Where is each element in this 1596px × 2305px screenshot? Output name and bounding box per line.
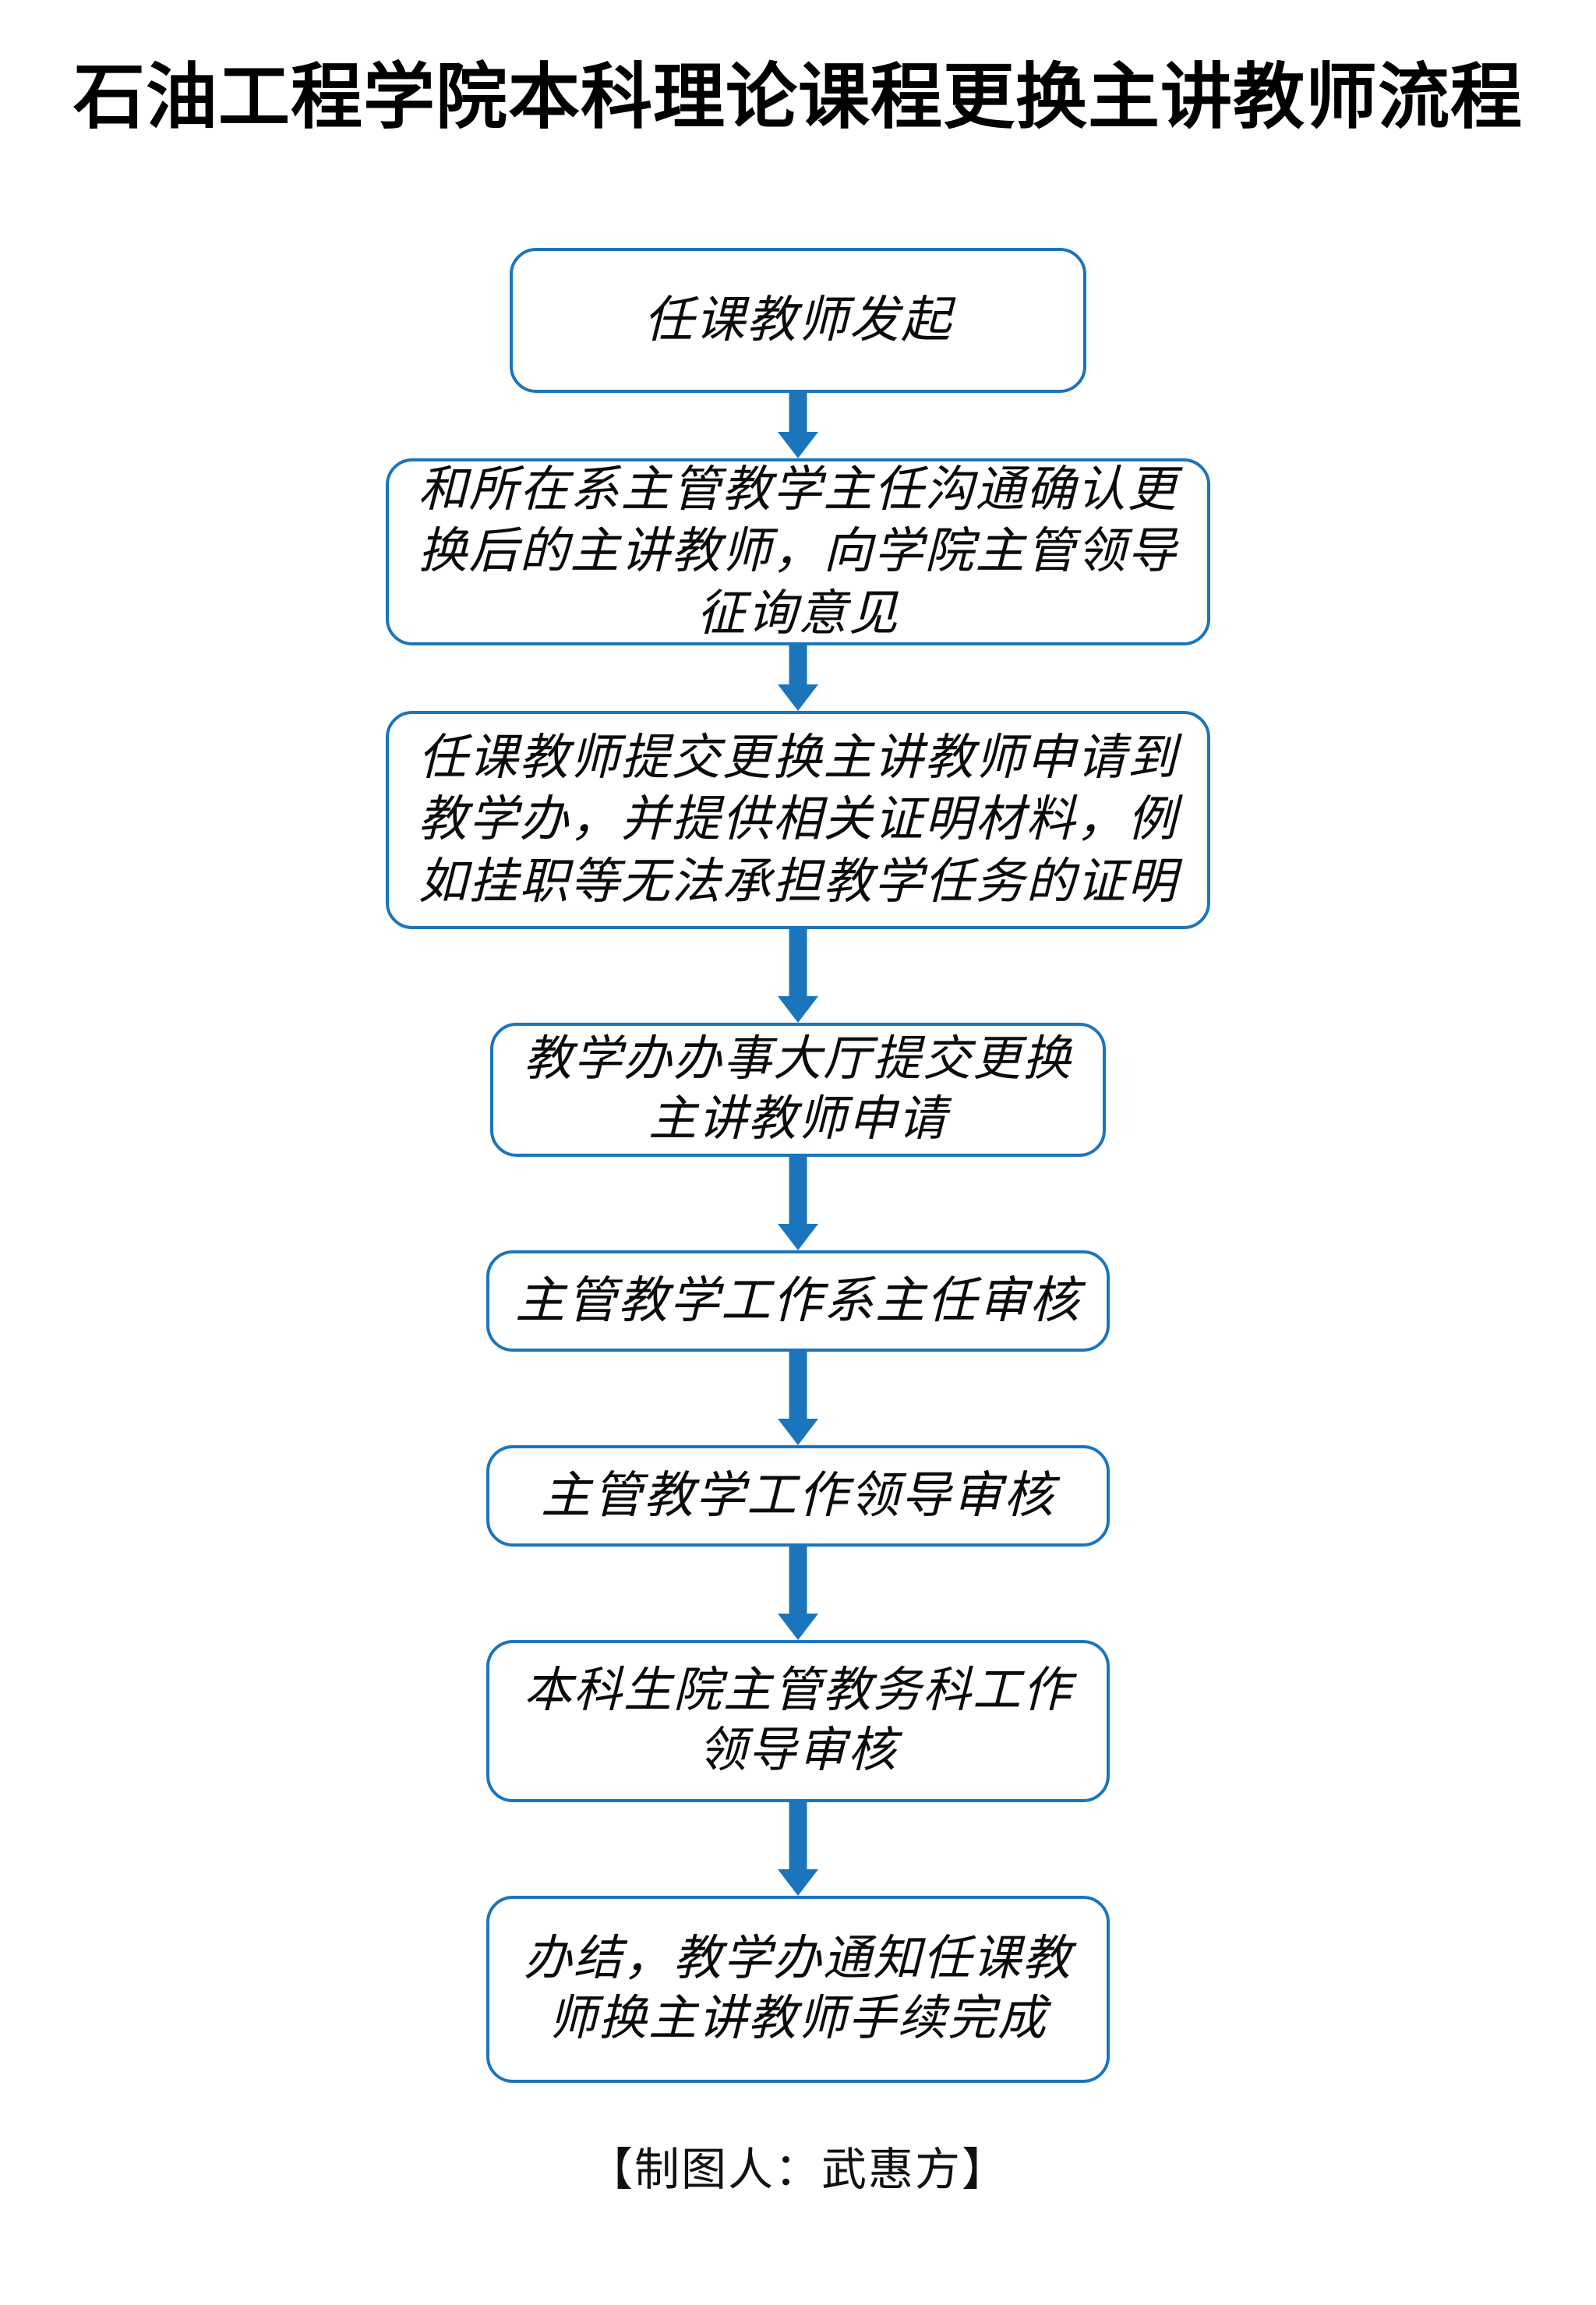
arrow-stem [789, 645, 807, 686]
flow-node-line: 和所在系主管教学主任沟通确认更 [418, 461, 1178, 517]
arrow-stem [789, 393, 807, 433]
connector-arrow-3-to-4 [778, 929, 818, 1023]
flow-node-line: 换后的主讲教师，向学院主管领导 [418, 524, 1178, 579]
flow-node-undergraduate-school-review[interactable]: 本科生院主管教务科工作 领导审核 [486, 1640, 1110, 1802]
flow-node-service-hall-submission[interactable]: 教学办办事大厅提交更换 主讲教师申请 [490, 1023, 1106, 1157]
flow-node-line: 教学办，并提供相关证明材料，例 [418, 792, 1178, 847]
process-flow: 任课教师发起 和所在系主管教学主任沟通确认更 换后的主讲教师，向学院主管领导 征… [0, 248, 1596, 2083]
arrow-head-icon [778, 684, 818, 711]
connector-arrow-1-to-2 [778, 393, 818, 458]
arrow-head-icon [778, 432, 818, 458]
flow-node-label: 办结，教学办通知任课教 师换主讲教师手续完成 [513, 1929, 1083, 2049]
arrow-head-icon [778, 996, 818, 1023]
flow-node-line: 本科生院主管教务科工作 [523, 1664, 1072, 1718]
flow-node-line: 如挂职等无法承担教学任务的证明 [418, 854, 1178, 909]
arrow-stem [789, 1547, 807, 1615]
flow-node-label: 任课教师提交更换主讲教师申请到 教学办，并提供相关证明材料，例 如挂职等无法承担… [412, 727, 1184, 913]
flow-node-teacher-initiates[interactable]: 任课教师发起 [510, 248, 1086, 393]
flow-node-label: 任课教师发起 [644, 292, 952, 348]
connector-arrow-7-to-8 [778, 1802, 818, 1896]
flow-node-submit-application-with-materials[interactable]: 任课教师提交更换主讲教师申请到 教学办，并提供相关证明材料，例 如挂职等无法承担… [386, 711, 1210, 929]
flow-node-department-director-review[interactable]: 主管教学工作系主任审核 [486, 1250, 1110, 1352]
arrow-head-icon [778, 1419, 818, 1445]
flow-node-label: 本科生院主管教务科工作 领导审核 [513, 1661, 1083, 1781]
flow-node-line: 主讲教师申请 [648, 1093, 948, 1146]
flow-node-line: 任课教师提交更换主讲教师申请到 [418, 730, 1178, 785]
flow-node-line: 教学办办事大厅提交更换 [523, 1033, 1072, 1087]
connector-arrow-5-to-6 [778, 1352, 818, 1445]
arrow-head-icon [778, 1869, 818, 1896]
connector-arrow-4-to-5 [778, 1157, 818, 1250]
arrow-head-icon [778, 1224, 818, 1250]
flow-node-line: 师换主讲教师手续完成 [548, 1992, 1047, 2045]
page-title: 石油工程学院本科理论课程更换主讲教师流程 [72, 58, 1523, 137]
flow-node-completion-notification[interactable]: 办结，教学办通知任课教 师换主讲教师手续完成 [486, 1896, 1110, 2083]
page-title-container: 石油工程学院本科理论课程更换主讲教师流程 [0, 58, 1596, 138]
credit-label: 【制图人：武惠方】 [587, 2144, 1008, 2195]
connector-arrow-6-to-7 [778, 1547, 818, 1640]
flow-node-college-leader-review[interactable]: 主管教学工作领导审核 [486, 1445, 1110, 1547]
flow-node-line: 办结，教学办通知任课教 [523, 1932, 1072, 1986]
arrow-stem [789, 1157, 807, 1225]
footer: 【制图人：武惠方】 [0, 2133, 1596, 2198]
flow-node-label: 主管教学工作系主任审核 [515, 1272, 1081, 1328]
flow-node-label: 主管教学工作领导审核 [541, 1467, 1055, 1523]
flow-node-line: 征询意见 [697, 585, 899, 641]
arrow-head-icon [778, 1614, 818, 1640]
arrow-stem [789, 1802, 807, 1871]
connector-arrow-2-to-3 [778, 645, 818, 711]
flow-node-consult-department-director[interactable]: 和所在系主管教学主任沟通确认更 换后的主讲教师，向学院主管领导 征询意见 [386, 458, 1210, 645]
flow-node-label: 教学办办事大厅提交更换 主讲教师申请 [517, 1030, 1079, 1150]
arrow-stem [789, 1352, 807, 1420]
flow-node-line: 领导审核 [697, 1724, 898, 1777]
arrow-stem [789, 929, 807, 998]
flow-node-label: 和所在系主管教学主任沟通确认更 换后的主讲教师，向学院主管领导 征询意见 [412, 459, 1184, 645]
